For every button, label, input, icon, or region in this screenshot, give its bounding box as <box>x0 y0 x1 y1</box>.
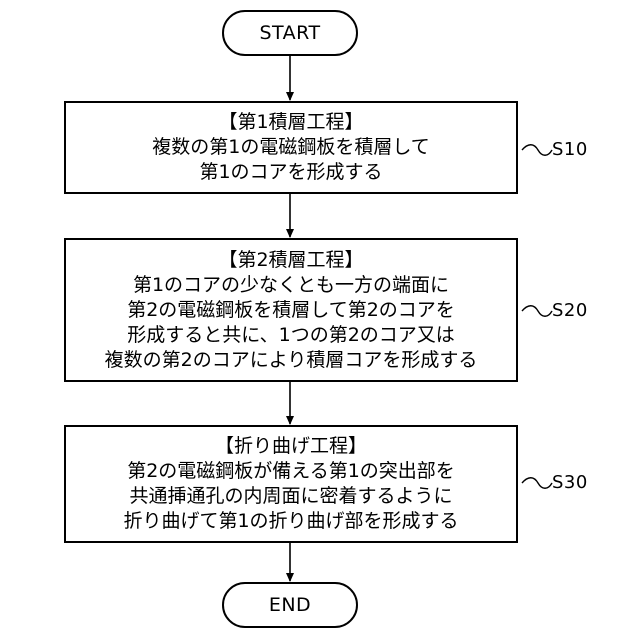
step-label-s20: S20 <box>552 300 588 321</box>
step-text-line: 共通挿通孔の内周面に密着するように <box>129 484 452 509</box>
step-title: 【第1積層工程】 <box>218 110 363 135</box>
step-text-line: 第1のコアの少なくとも一方の端面に <box>133 273 449 298</box>
start-terminal: START <box>222 10 358 56</box>
step-label-s10: S10 <box>552 139 588 160</box>
start-label: START <box>259 22 320 44</box>
process-box-s20: 【第2積層工程】 第1のコアの少なくとも一方の端面に 第2の電磁鋼板を積層して第… <box>64 238 518 382</box>
leader-tilde-s20 <box>522 306 552 317</box>
leader-tilde-s30 <box>522 478 552 489</box>
step-text-line: 第2の電磁鋼板を積層して第2のコアを <box>127 298 455 323</box>
step-label-s30: S30 <box>552 472 588 493</box>
step-title: 【第2積層工程】 <box>218 248 363 273</box>
step-text-line: 第2の電磁鋼板が備える第1の突出部を <box>127 459 455 484</box>
step-text-line: 形成すると共に、1つの第2のコア又は <box>127 323 455 348</box>
step-text-line: 複数の第1の電磁鋼板を積層して <box>152 135 430 160</box>
step-text-line: 折り曲げて第1の折り曲げ部を形成する <box>123 509 458 534</box>
step-text-line: 第1のコアを形成する <box>199 160 382 185</box>
step-text-line: 複数の第2のコアにより積層コアを形成する <box>105 348 478 373</box>
end-label: END <box>269 594 311 616</box>
end-terminal: END <box>222 582 358 628</box>
process-box-s30: 【折り曲げ工程】 第2の電磁鋼板が備える第1の突出部を 共通挿通孔の内周面に密着… <box>64 425 518 543</box>
leader-tilde-s10 <box>522 145 552 156</box>
step-title: 【折り曲げ工程】 <box>215 434 367 459</box>
process-box-s10: 【第1積層工程】 複数の第1の電磁鋼板を積層して 第1のコアを形成する <box>64 101 518 194</box>
